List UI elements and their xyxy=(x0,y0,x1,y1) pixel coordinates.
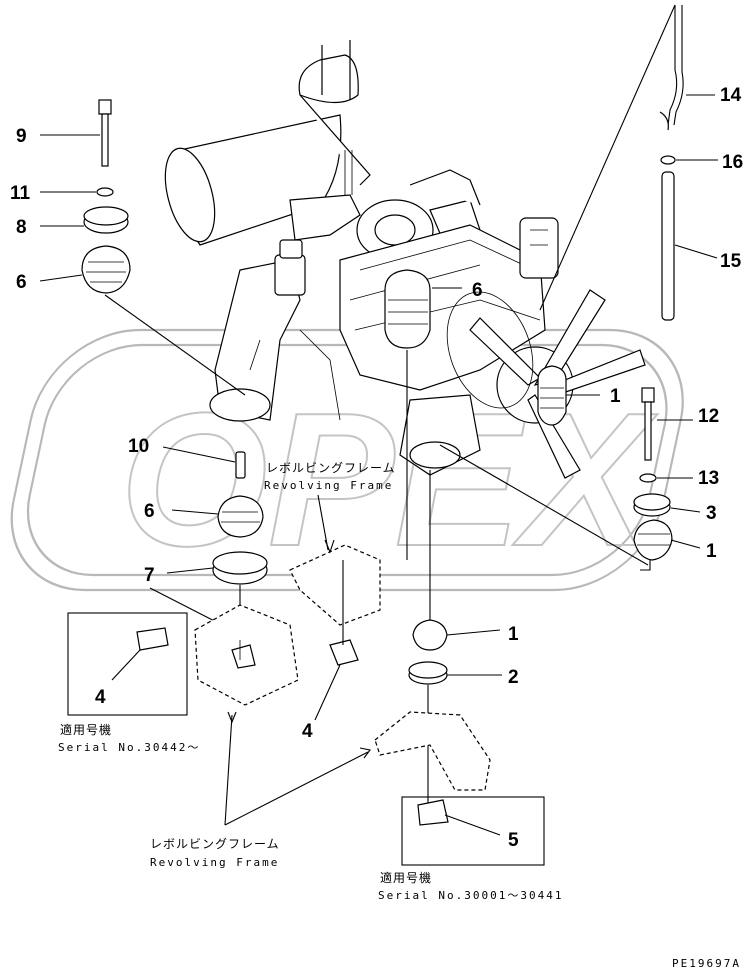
callout-6-center: 6 xyxy=(472,280,483,301)
applicable-box-left xyxy=(67,612,188,716)
callout-1-right: 1 xyxy=(706,541,717,562)
applicable-right-jp: 適用号機 xyxy=(380,870,432,885)
left-mount-stack xyxy=(39,99,246,396)
clip-16-icon xyxy=(660,155,676,165)
engine-assembly xyxy=(164,40,646,479)
callout-14: 14 xyxy=(720,85,742,106)
callout-15: 15 xyxy=(720,251,742,272)
callout-4-left: 4 xyxy=(95,687,106,708)
revolving-frame-bottom-jp: レボルビングフレーム xyxy=(150,837,280,851)
mount-6-icon xyxy=(81,245,131,294)
watermark-text: OPEX xyxy=(120,374,658,586)
bolt-12-icon xyxy=(641,387,655,403)
frame-piece-left xyxy=(194,604,299,706)
bracket-4-left-icon xyxy=(136,627,169,651)
revolving-frame-top-jp: レボルビングフレーム xyxy=(266,461,396,475)
callout-13: 13 xyxy=(698,468,719,489)
mount-6-center-icon xyxy=(384,269,431,349)
washer-11-icon xyxy=(96,187,114,197)
dipstick-group xyxy=(539,4,718,321)
fan-mount xyxy=(537,365,600,426)
mount-1-right-icon xyxy=(633,519,673,561)
bolt-9-icon xyxy=(98,99,112,115)
revolving-frame-top-en: Revolving Frame xyxy=(264,479,393,492)
frame-piece-center xyxy=(289,544,381,721)
applicable-left-jp: 適用号機 xyxy=(60,722,112,737)
text-labels: レボルビングフレーム Revolving Frame レボルビングフレーム Re… xyxy=(58,461,741,970)
bracket-5-icon xyxy=(417,799,449,826)
callout-10: 10 xyxy=(128,436,149,457)
callout-1-bottom: 1 xyxy=(508,624,519,645)
mount-1-fan-icon xyxy=(537,365,567,426)
callout-2: 2 xyxy=(508,667,519,688)
mount-1-bottom-icon xyxy=(412,619,448,651)
pin-10-icon xyxy=(235,451,246,479)
bracket-4-center-icon xyxy=(329,639,359,666)
center-bottom-stack xyxy=(374,470,502,810)
applicable-left-serial: Serial No.30442～ xyxy=(58,741,200,754)
callout-labels: 14 16 15 9 11 8 6 6 1 12 10 13 6 3 1 7 4… xyxy=(10,85,743,851)
callout-4-center: 4 xyxy=(302,721,313,742)
callout-8: 8 xyxy=(16,217,27,238)
applicable-right-serial: Serial No.30001～30441 xyxy=(378,889,563,902)
center-mount xyxy=(384,269,462,560)
washer-13-icon xyxy=(639,473,657,483)
revolving-frame-leaders xyxy=(224,494,371,826)
tube-15-icon xyxy=(661,171,675,321)
callout-16: 16 xyxy=(722,152,743,173)
left-lower-stack xyxy=(149,446,268,640)
callout-9: 9 xyxy=(16,126,27,147)
watermark: OPEX xyxy=(10,328,684,592)
figure-code: PE19697A xyxy=(672,957,741,970)
callout-6-lower: 6 xyxy=(144,501,155,522)
callout-7: 7 xyxy=(144,565,155,586)
callout-5: 5 xyxy=(508,830,519,851)
mount-6-lower-icon xyxy=(217,495,264,538)
callout-1-fan: 1 xyxy=(610,386,621,407)
applicable-box-right xyxy=(401,796,545,866)
callout-3: 3 xyxy=(706,503,717,524)
callout-11: 11 xyxy=(10,183,31,204)
revolving-frame-bottom-en: Revolving Frame xyxy=(150,856,279,869)
callout-6-left: 6 xyxy=(16,272,27,293)
callout-12: 12 xyxy=(698,406,719,427)
right-mount-stack xyxy=(439,387,701,571)
